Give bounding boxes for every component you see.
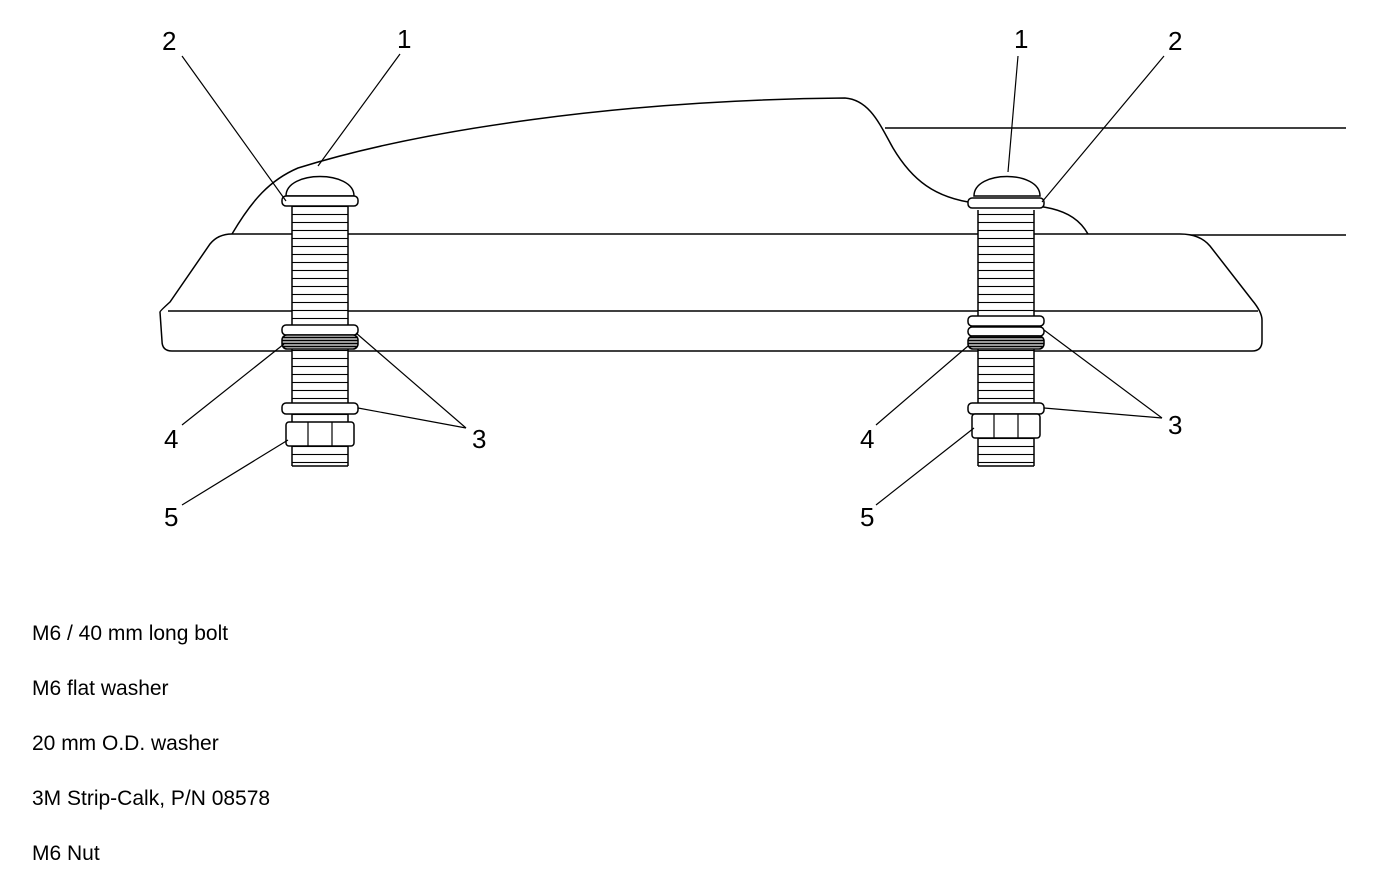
left-callout-od-washer: 3 [472, 424, 486, 454]
right-callout-strip-calk: 4 [860, 424, 874, 454]
exploded-bolt-diagram: 2 1 4 3 5 1 2 4 3 5 [159, 24, 1346, 532]
right-callout-od-washer: 3 [1168, 410, 1182, 440]
right-strip-calk [967, 335, 1045, 350]
left-callout-strip-calk: 4 [164, 424, 178, 454]
leader-lines [181, 53, 1165, 506]
right-callout-flat-washer: 2 [1168, 26, 1182, 56]
left-fastener [281, 175, 359, 467]
left-bolt-head [285, 175, 355, 197]
parts-legend: M6 / 40 mm long bolt M6 flat washer 20 m… [32, 606, 270, 881]
legend-item-bolt: M6 / 40 mm long bolt [32, 622, 229, 645]
right-od-washer-lower [967, 402, 1045, 415]
right-callout-bolt: 1 [1014, 24, 1028, 54]
legend-item-nut: M6 Nut [32, 842, 100, 865]
legend-item-strip-calk: 3M Strip-Calk, P/N 08578 [32, 787, 271, 810]
right-bolt-head [973, 175, 1041, 197]
right-od-washer-middle [967, 326, 1045, 337]
left-callout-nut: 5 [164, 502, 178, 532]
rail-cover-outline [231, 97, 1089, 235]
right-fastener [967, 175, 1045, 467]
left-nut [285, 421, 355, 447]
right-nut [971, 413, 1041, 439]
right-flat-washer [967, 197, 1045, 209]
left-callout-bolt: 1 [397, 24, 411, 54]
right-od-washer-upper [967, 315, 1045, 327]
legend-item-flat-washer: M6 flat washer [32, 677, 169, 700]
right-callout-nut: 5 [860, 502, 874, 532]
left-flat-washer [281, 195, 359, 207]
legend-item-od-washer: 20 mm O.D. washer [32, 732, 219, 755]
left-od-washer-upper [281, 324, 359, 336]
left-callout-flat-washer: 2 [162, 26, 176, 56]
left-od-washer-lower [281, 402, 359, 415]
left-strip-calk [281, 334, 359, 350]
